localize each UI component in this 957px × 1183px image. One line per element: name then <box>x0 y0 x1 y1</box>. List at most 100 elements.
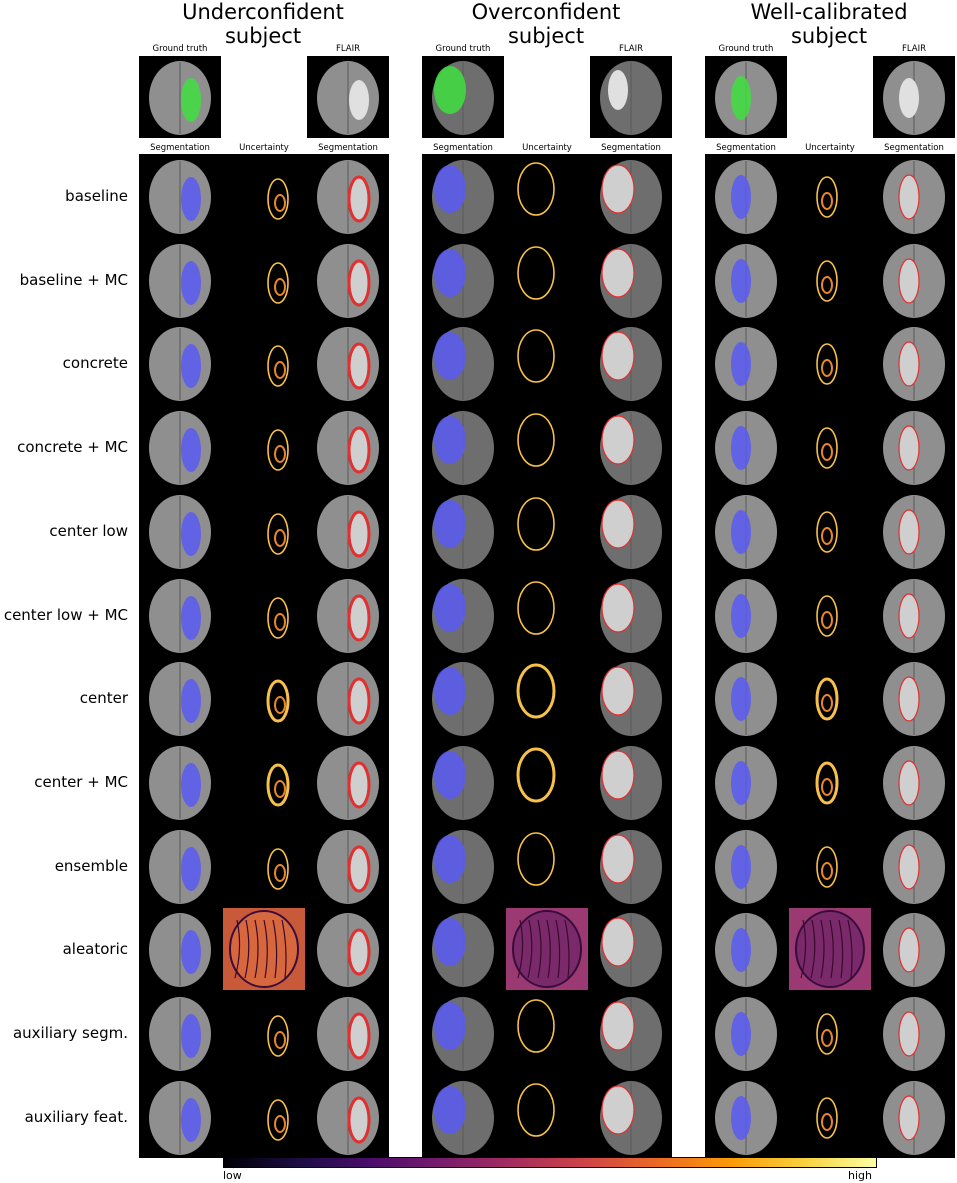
segmentation-image <box>705 824 787 909</box>
segmentation-error-image <box>590 322 672 406</box>
colorbar-high-label: high <box>848 1169 872 1182</box>
uncertainty-map <box>506 155 588 239</box>
segmentation-image <box>705 657 787 741</box>
segmentation-error-image <box>307 824 389 909</box>
panel-underconfident <box>139 154 389 1158</box>
uncertainty-map <box>223 992 305 1076</box>
segmentation-image <box>422 908 504 992</box>
uncertainty-map <box>506 573 588 658</box>
segmentation-error-image <box>307 1075 389 1160</box>
flair-image <box>873 56 955 138</box>
segmentation-image <box>139 992 221 1076</box>
segmentation-image <box>422 657 504 741</box>
segmentation-image <box>139 155 221 239</box>
uncertainty-map <box>789 992 871 1076</box>
segmentation-error-image <box>307 740 389 825</box>
segmentation-image <box>422 573 504 658</box>
uncertainty-map <box>223 322 305 406</box>
uncertainty-map <box>789 908 871 992</box>
row-label: auxiliary segm. <box>12 1024 128 1042</box>
uncertainty-map <box>506 489 588 574</box>
uncertainty-map <box>789 155 871 239</box>
segmentation-image <box>705 322 787 406</box>
group-title-well-calibrated: Well-calibrated subject <box>750 0 908 48</box>
uncertainty-map <box>789 1075 871 1160</box>
uncertainty-map <box>789 824 871 909</box>
segmentation-image <box>139 238 221 323</box>
segmentation-error-image <box>873 1075 955 1160</box>
segmentation-error-image <box>873 406 955 490</box>
segmentation-image <box>422 489 504 574</box>
segmentation-image <box>139 489 221 574</box>
segmentation-image <box>705 992 787 1076</box>
column-header: Segmentation <box>433 143 493 153</box>
segmentation-image <box>139 1075 221 1160</box>
colorbar-low-label: low <box>223 1169 242 1182</box>
segmentation-image <box>139 740 221 825</box>
ground-truth-image <box>139 56 221 138</box>
segmentation-error-image <box>873 489 955 574</box>
uncertainty-map <box>789 406 871 490</box>
segmentation-error-image <box>873 657 955 741</box>
segmentation-error-image <box>590 992 672 1076</box>
flair-label-2: FLAIR <box>618 44 644 54</box>
row-label: baseline + MC <box>19 270 128 289</box>
segmentation-error-image <box>873 908 955 992</box>
uncertainty-map <box>789 573 871 658</box>
flair-image <box>307 56 389 138</box>
uncertainty-map <box>223 573 305 658</box>
ground-truth-image <box>705 56 787 138</box>
segmentation-error-image <box>590 238 672 323</box>
segmentation-error-image <box>307 238 389 323</box>
segmentation-error-image <box>873 573 955 658</box>
uncertainty-map <box>223 740 305 825</box>
group-title-underconfident: Underconfident subject <box>182 0 344 48</box>
segmentation-error-image <box>307 406 389 490</box>
segmentation-image <box>705 740 787 825</box>
segmentation-error-image <box>590 155 672 239</box>
segmentation-image <box>139 824 221 909</box>
segmentation-image <box>422 992 504 1076</box>
uncertainty-map <box>789 322 871 406</box>
uncertainty-map <box>789 238 871 323</box>
segmentation-error-image <box>873 155 955 239</box>
row-label: aleatoric <box>62 940 128 959</box>
segmentation-error-image <box>307 573 389 658</box>
gt-label-1: Ground truth <box>152 44 208 54</box>
column-header: Segmentation <box>716 143 776 153</box>
uncertainty-map <box>506 740 588 825</box>
gt-label-2: Ground truth <box>435 44 491 54</box>
segmentation-image <box>422 1075 504 1160</box>
uncertainty-map <box>506 238 588 323</box>
uncertainty-map <box>506 406 588 490</box>
segmentation-error-image <box>590 908 672 992</box>
segmentation-error-image <box>590 657 672 741</box>
segmentation-error-image <box>590 489 672 574</box>
segmentation-image <box>139 573 221 658</box>
segmentation-image <box>422 406 504 490</box>
row-label: baseline <box>65 187 128 205</box>
segmentation-error-image <box>307 322 389 406</box>
segmentation-error-image <box>307 908 389 992</box>
segmentation-image <box>139 657 221 741</box>
uncertainty-colorbar <box>223 1157 877 1168</box>
segmentation-image <box>139 406 221 490</box>
column-header: Uncertainty <box>805 143 855 153</box>
segmentation-error-image <box>307 992 389 1076</box>
segmentation-image <box>139 908 221 992</box>
segmentation-error-image <box>590 740 672 825</box>
row-label: center low + MC <box>3 605 128 624</box>
flair-label-1: FLAIR <box>335 44 361 54</box>
segmentation-error-image <box>307 155 389 239</box>
uncertainty-map <box>789 740 871 825</box>
segmentation-error-image <box>873 824 955 909</box>
segmentation-image <box>422 740 504 825</box>
flair-label-3: FLAIR <box>901 44 927 54</box>
panel-well-calibrated <box>705 154 955 1158</box>
segmentation-error-image <box>590 573 672 658</box>
segmentation-image <box>422 238 504 323</box>
segmentation-image <box>705 1075 787 1160</box>
segmentation-error-image <box>307 489 389 574</box>
row-label: concrete <box>62 354 128 373</box>
segmentation-image <box>422 322 504 406</box>
